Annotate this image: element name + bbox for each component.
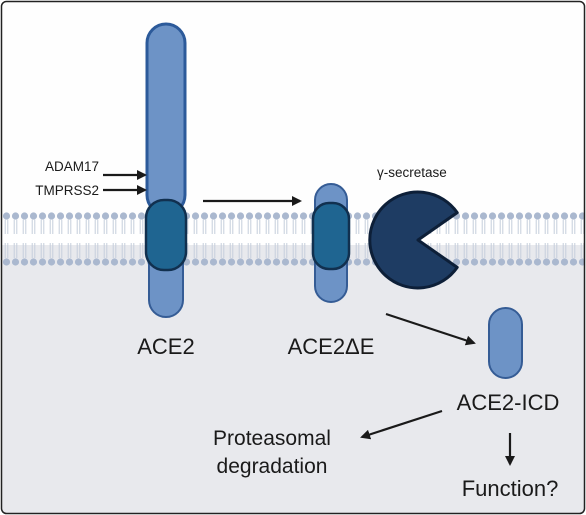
degradation-label: degradation <box>217 455 328 478</box>
ace2-delta-e-label: ACE2ΔE <box>288 334 375 359</box>
ace2-transmembrane-domain <box>144 198 188 272</box>
adam17-label: ADAM17 <box>45 159 99 174</box>
tmprss2-label: TMPRSS2 <box>35 183 99 198</box>
gamma-secretase-label: γ-secretase <box>377 165 447 180</box>
ace2-delta-e-receptor <box>311 183 351 303</box>
ace2-receptor <box>144 22 188 318</box>
ace2-icd-fragment <box>488 307 523 379</box>
ace2-icd-label: ACE2-ICD <box>457 390 560 415</box>
ace2-ectodomain <box>145 22 187 216</box>
degradation-arrow <box>360 409 443 440</box>
function-label: Function? <box>462 476 559 501</box>
intracellular-space <box>2 245 584 513</box>
ace2-delta-e-transmembrane <box>311 201 351 271</box>
proteasomal-label: Proteasomal <box>213 427 331 450</box>
cell-membrane <box>2 211 584 271</box>
cleavage-arrow <box>385 312 476 346</box>
ace2-label: ACE2 <box>137 334 194 359</box>
gamma-secretase-icon <box>368 190 459 290</box>
extracellular-space <box>2 2 584 220</box>
